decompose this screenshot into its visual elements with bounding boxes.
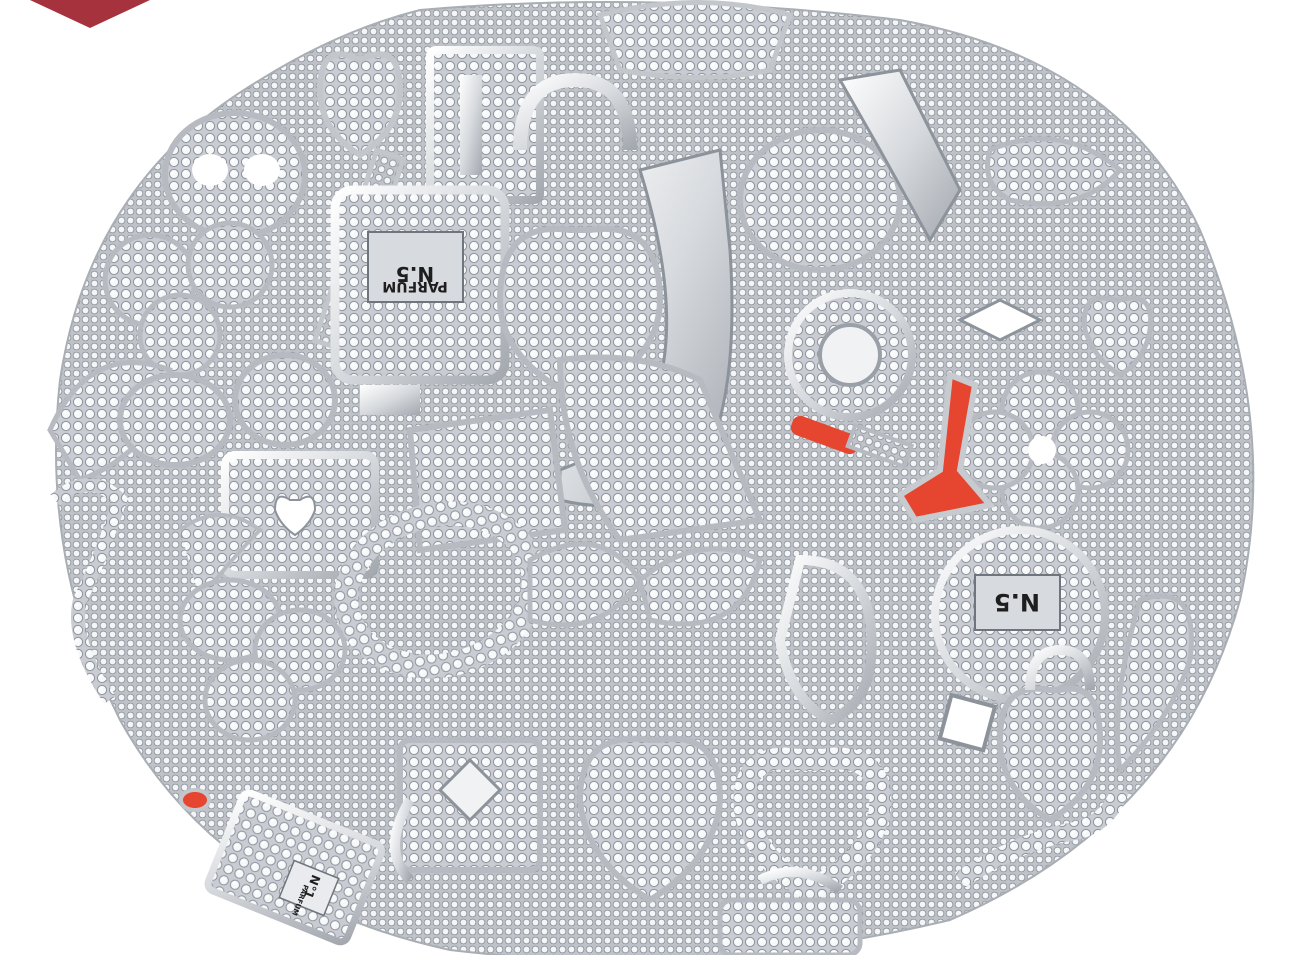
padlock-charm-heart [221,451,379,579]
stiletto-charm-top [837,68,962,243]
script-word-charm-left [50,478,129,704]
heart-charm-small-right [1081,295,1154,378]
skull-charm [162,110,308,240]
palm-tree-charm [178,513,264,602]
bow-charm [956,298,1044,342]
bow-charm-center [527,541,763,628]
heart-charm-bottom [576,735,724,904]
gem-square-charm [937,692,998,753]
perfume-plate-subtext: PARFUM [382,278,447,294]
sunglasses-charm [117,352,338,468]
padlock-charm-top [513,72,637,151]
wing-charm [1115,593,1194,776]
heart-padlock-charm [996,644,1104,824]
handbag-charm-bottom [717,867,863,955]
flower-charm [102,220,275,378]
circle-letter-charm [784,289,916,421]
perfume-bottle-charm: N.5 PARFUM [330,185,510,415]
woman-head-charm [737,127,903,273]
comb-charm [556,354,765,544]
round-plate-text: N.5 [994,588,1040,616]
clover-lock-charm [390,737,543,884]
heart-outline-charm [733,747,892,903]
red-sole-stiletto-charm [895,370,996,524]
n1-parfum-charm: N°1 PARFUM [204,789,386,946]
lipstick-charm [790,415,915,470]
handbag-charm [596,0,794,80]
perfume-plate-text: N.5 [396,262,434,286]
round-perfume-charm: N.5 [931,526,1109,704]
script-word-charm-right [955,786,1129,888]
lips-charm [985,136,1124,207]
clover-flower-charm [954,369,1131,531]
butterfly-charm [177,577,348,743]
poodle-charm [774,554,877,726]
red-lips-charm [179,788,211,812]
corner-badge [30,0,150,28]
